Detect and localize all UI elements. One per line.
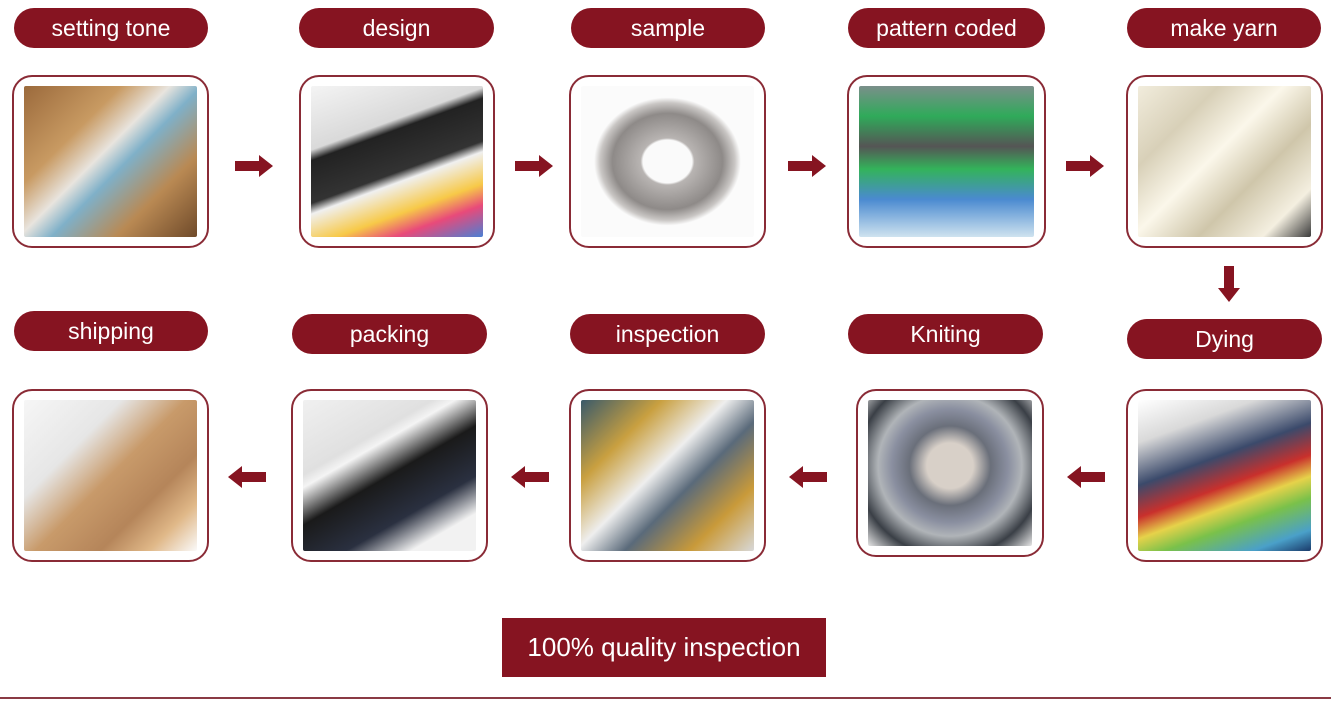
- delivery-man-boxes-photo: [24, 400, 197, 551]
- step-label-pattern-coded: pattern coded: [848, 8, 1045, 48]
- step-image-design: [299, 75, 495, 248]
- step-image-make-yarn: [1126, 75, 1323, 248]
- step-image-shipping: [12, 389, 209, 562]
- step-image-setting-tone: [12, 75, 209, 248]
- gift-box-photo: [303, 400, 476, 551]
- step-image-kniting: [856, 389, 1044, 557]
- step-label-kniting: Kniting: [848, 314, 1043, 354]
- arrow-right-icon: [788, 155, 826, 177]
- step-image-packing: [291, 389, 488, 562]
- arrow-left-icon: [1067, 466, 1105, 488]
- step-label-sample: sample: [571, 8, 765, 48]
- step-label-packing: packing: [292, 314, 487, 354]
- step-label-inspection: inspection: [570, 314, 765, 354]
- step-image-dying: [1126, 389, 1323, 562]
- pattern-software-photo: [859, 86, 1034, 237]
- laptop-color-swatch-photo: [311, 86, 483, 237]
- step-image-sample: [569, 75, 766, 248]
- step-label-setting-tone: setting tone: [14, 8, 208, 48]
- arrow-left-icon: [228, 466, 266, 488]
- knit-headband-photo: [581, 86, 754, 237]
- arrow-right-icon: [1066, 155, 1104, 177]
- arrow-down-icon: [1218, 266, 1240, 302]
- step-label-design: design: [299, 8, 494, 48]
- arrow-right-icon: [235, 155, 273, 177]
- arrow-left-icon: [511, 466, 549, 488]
- knitting-machine-photo: [868, 400, 1032, 546]
- color-fan-deck-photo: [1138, 400, 1311, 551]
- yarn-skeins-photo: [1138, 86, 1311, 237]
- step-label-make-yarn: make yarn: [1127, 8, 1321, 48]
- step-image-inspection: [569, 389, 766, 562]
- office-desk-photo: [24, 86, 197, 237]
- step-label-dying: Dying: [1127, 319, 1322, 359]
- arrow-left-icon: [789, 466, 827, 488]
- bottom-divider: [0, 697, 1331, 699]
- inspection-workers-photo: [581, 400, 754, 551]
- step-label-shipping: shipping: [14, 311, 208, 351]
- step-image-pattern-coded: [847, 75, 1046, 248]
- arrow-right-icon: [515, 155, 553, 177]
- quality-inspection-banner: 100% quality inspection: [502, 618, 826, 677]
